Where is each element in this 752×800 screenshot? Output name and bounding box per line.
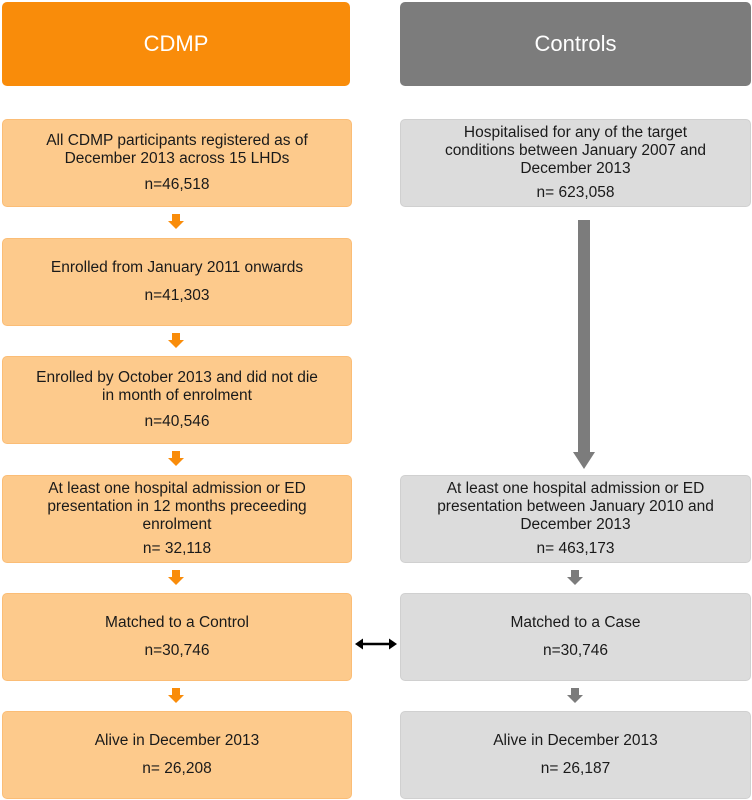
box-count: n= 623,058 (536, 184, 615, 201)
box-text-line: presentation in 12 months preceeding (47, 498, 307, 515)
controls-header-label: Controls (534, 31, 617, 56)
box-text-line: Matched to a Case (510, 614, 641, 631)
box-text-line: Alive in December 2013 (493, 732, 658, 749)
box-count: n=41,303 (144, 287, 210, 304)
cdmp-box-registered: All CDMP participants registered as of D… (2, 119, 352, 207)
box-count: n=30,746 (542, 642, 609, 659)
box-text-line: enrolment (142, 516, 212, 533)
box-text-line: Enrolled from January 2011 onwards (50, 259, 304, 276)
box-count: n= 26,187 (540, 760, 611, 777)
box-text-line: All CDMP participants registered as of (46, 132, 308, 149)
controls-box-hospitalised: Hospitalised for any of the target condi… (400, 119, 751, 207)
cdmp-header: CDMP (2, 2, 350, 86)
down-arrow-icon (168, 214, 184, 229)
down-arrow-icon (168, 570, 184, 585)
cdmp-header-label: CDMP (143, 31, 209, 56)
box-text-line: December 2013 (520, 516, 631, 533)
box-text-line: December 2013 across 15 LHDs (64, 150, 290, 167)
controls-box-matched-case: Matched to a Case n=30,746 (400, 593, 751, 681)
box-text-line: presentation between January 2010 and (437, 498, 714, 515)
controls-header: Controls (400, 2, 751, 86)
down-arrow-icon (168, 451, 184, 466)
box-text-line: Alive in December 2013 (94, 732, 260, 749)
cdmp-box-matched-control: Matched to a Control n=30,746 (2, 593, 352, 681)
box-count: n= 32,118 (142, 540, 212, 557)
box-count: n=46,518 (144, 176, 210, 193)
cdmp-box-alive: Alive in December 2013 n= 26,208 (2, 711, 352, 799)
box-text-line: At least one hospital admission or ED (446, 480, 705, 497)
controls-box-hospital-admission: At least one hospital admission or ED pr… (400, 475, 751, 563)
box-count: n= 463,173 (536, 540, 615, 557)
box-count: n= 26,208 (142, 760, 212, 777)
down-arrow-icon (567, 688, 583, 703)
box-text-line: Matched to a Control (105, 614, 249, 631)
cdmp-box-hospital-admission: At least one hospital admission or ED pr… (2, 475, 352, 563)
cdmp-box-enrolled-2011: Enrolled from January 2011 onwards n=41,… (2, 238, 352, 326)
box-text-line: Hospitalised for any of the target (463, 124, 688, 141)
box-text-line: At least one hospital admission or ED (48, 480, 306, 497)
box-text-line: conditions between January 2007 and (444, 142, 707, 159)
box-count: n=40,546 (144, 413, 210, 430)
double-arrow-icon (355, 638, 397, 650)
down-arrow-icon (168, 688, 184, 703)
down-arrow-icon (168, 333, 184, 348)
cdmp-box-enrolled-oct-2013: Enrolled by October 2013 and did not die… (2, 356, 352, 444)
controls-box-alive: Alive in December 2013 n= 26,187 (400, 711, 751, 799)
down-arrow-icon (567, 570, 583, 585)
box-count: n=30,746 (144, 642, 210, 659)
box-text-line: December 2013 (520, 160, 631, 177)
box-text-line: in month of enrolment (102, 387, 252, 404)
long-down-arrow-icon (573, 220, 595, 469)
box-text-line: Enrolled by October 2013 and did not die (36, 369, 318, 386)
